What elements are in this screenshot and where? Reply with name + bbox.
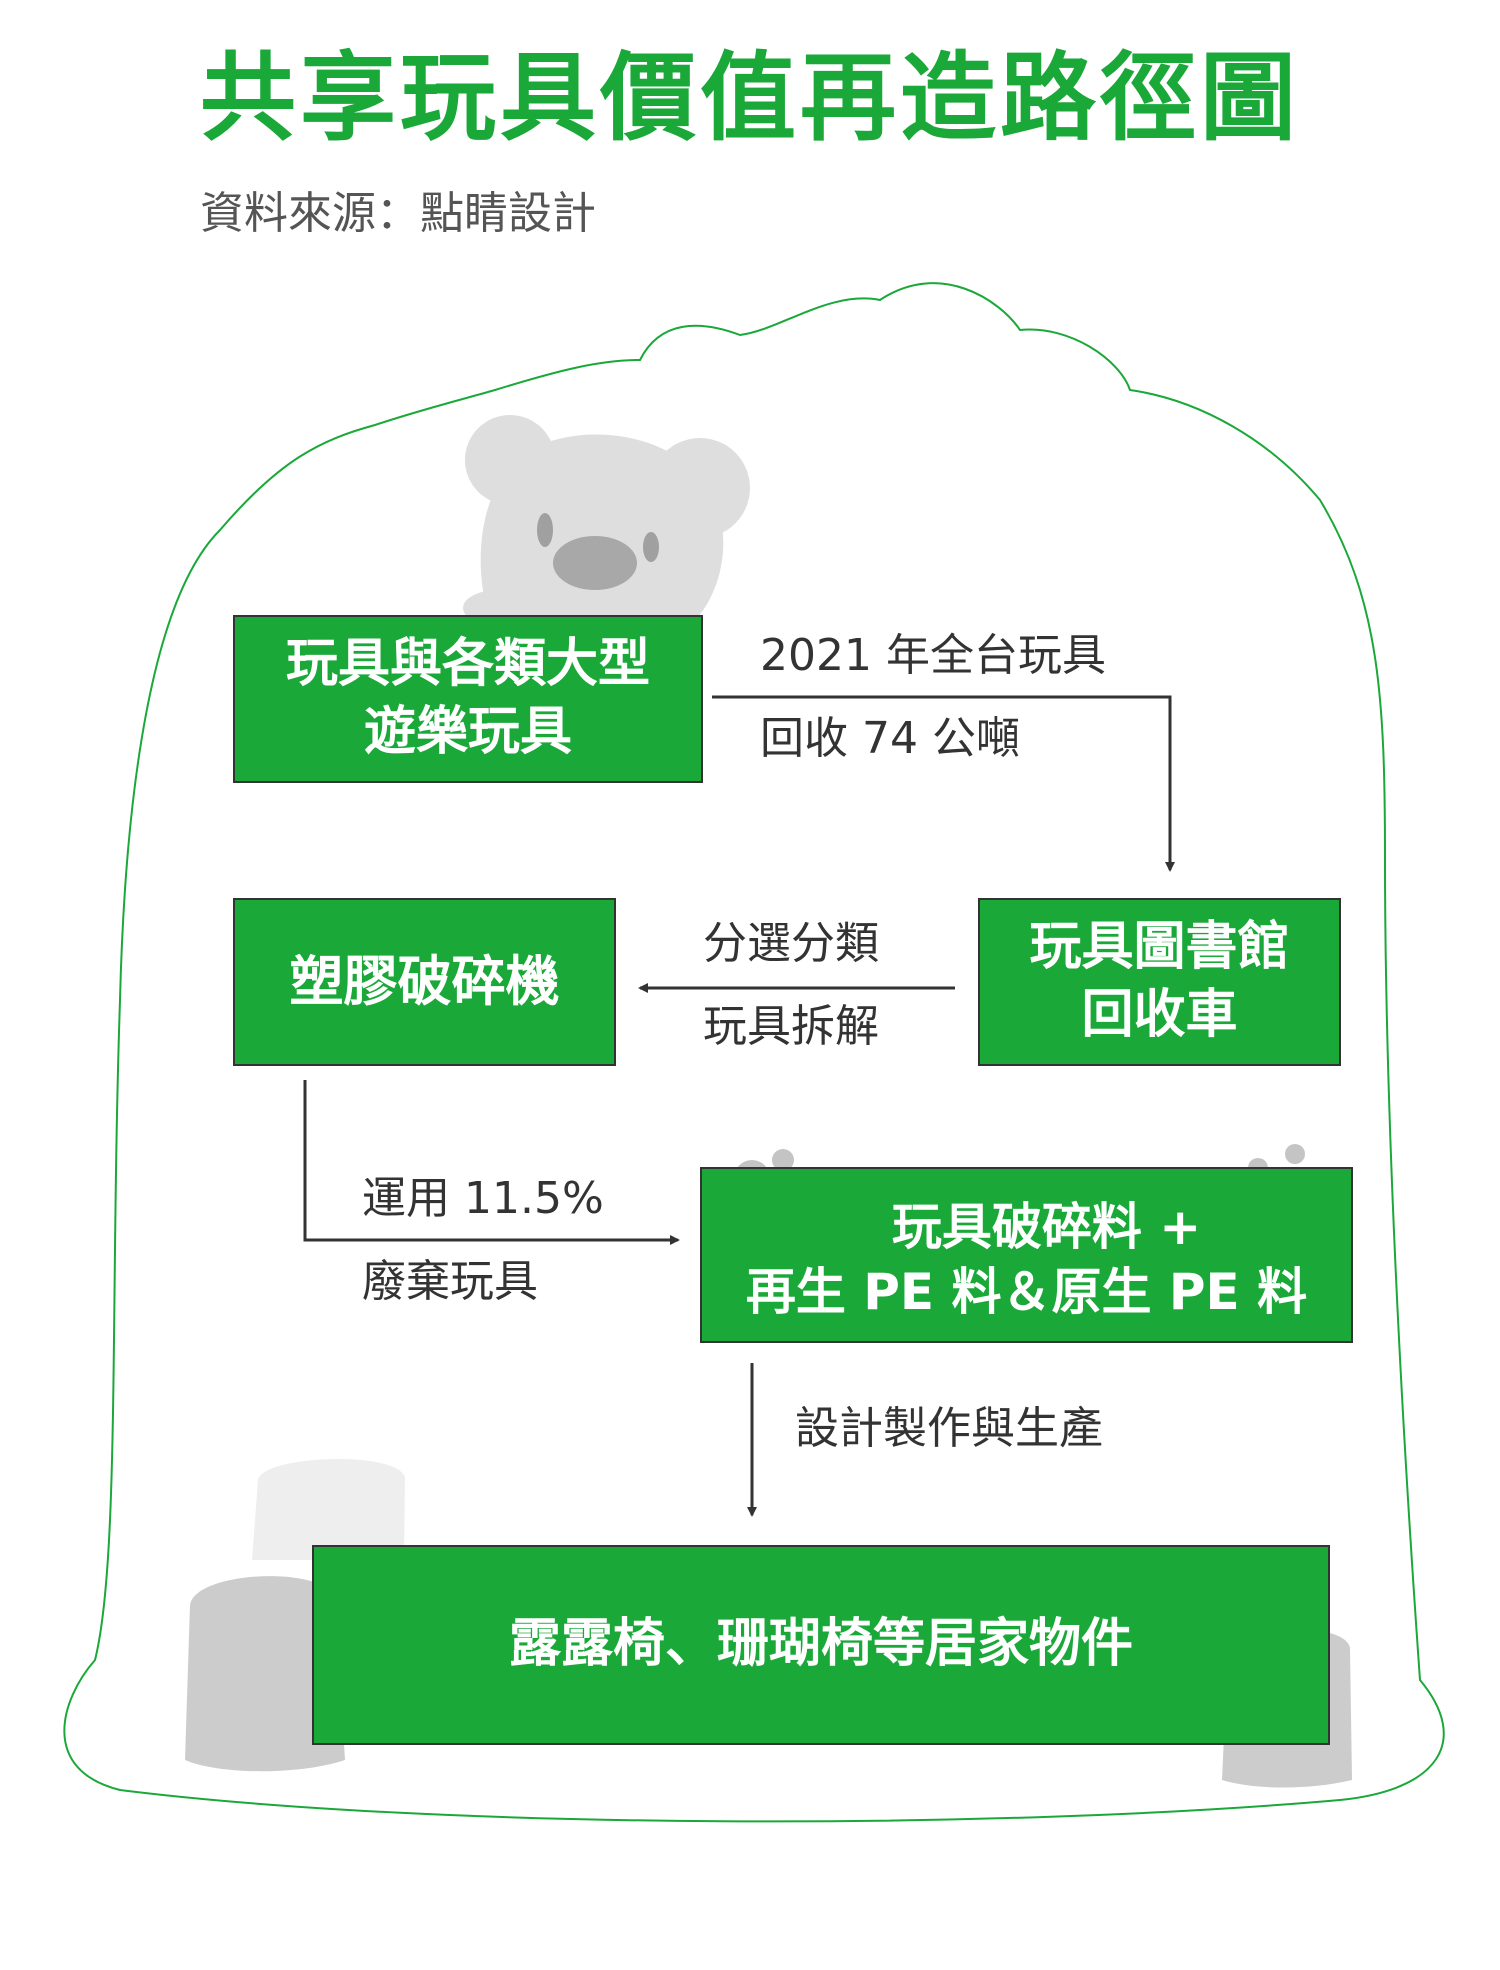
node-toys-line1: 玩具與各類大型 (285, 634, 650, 695)
connector-shredder-to-material (303, 1080, 680, 1245)
edge-label-reuse-line2: 廢棄玩具 (362, 1256, 538, 1307)
node-material-line2: 再生 PE 料＆原生 PE 料 (745, 1263, 1308, 1321)
edge-label-reuse-line1: 運用 11.5% (362, 1173, 604, 1224)
connector-toys-to-truck (712, 695, 1175, 872)
node-toys-line2: 遊樂玩具 (363, 702, 572, 762)
source-caption: 資料來源：點睛設計 (200, 188, 596, 239)
bear-eye-right (643, 532, 659, 562)
bear-head (480, 434, 724, 620)
edge-label-collection-line1: 2021 年全台玩具 (760, 630, 1106, 681)
bear-icon (463, 415, 750, 626)
edge-label-sorting-line2: 玩具拆解 (703, 1001, 879, 1052)
stool-front-left (185, 1576, 345, 1772)
node-toys: 玩具與各類大型 遊樂玩具 (233, 615, 703, 783)
edge-label-collection-line2: 回收 74 公噸 (760, 713, 1020, 764)
edge-label-production: 設計製作與生產 (795, 1403, 1103, 1454)
node-product: 露露椅、珊瑚椅等居家物件 (312, 1545, 1330, 1745)
node-shredder-line1: 塑膠破碎機 (289, 949, 560, 1013)
edge-label-sorting-line1: 分選分類 (703, 918, 879, 969)
node-truck-line2: 回收車 (1081, 985, 1238, 1045)
node-truck: 玩具圖書館 回收車 (978, 898, 1341, 1066)
stool-back-left (252, 1459, 405, 1560)
bear-snout (553, 536, 637, 590)
node-product-line1: 露露椅、珊瑚椅等居家物件 (508, 1614, 1133, 1675)
node-material: 玩具破碎料 + 再生 PE 料＆原生 PE 料 (700, 1167, 1353, 1343)
page-title: 共享玩具價值再造路徑圖 (200, 42, 1300, 154)
node-truck-line1: 玩具圖書館 (1029, 917, 1290, 978)
node-shredder: 塑膠破碎機 (233, 898, 616, 1066)
bear-eye-left (537, 513, 553, 547)
node-material-line1: 玩具破碎料 + (891, 1198, 1202, 1256)
